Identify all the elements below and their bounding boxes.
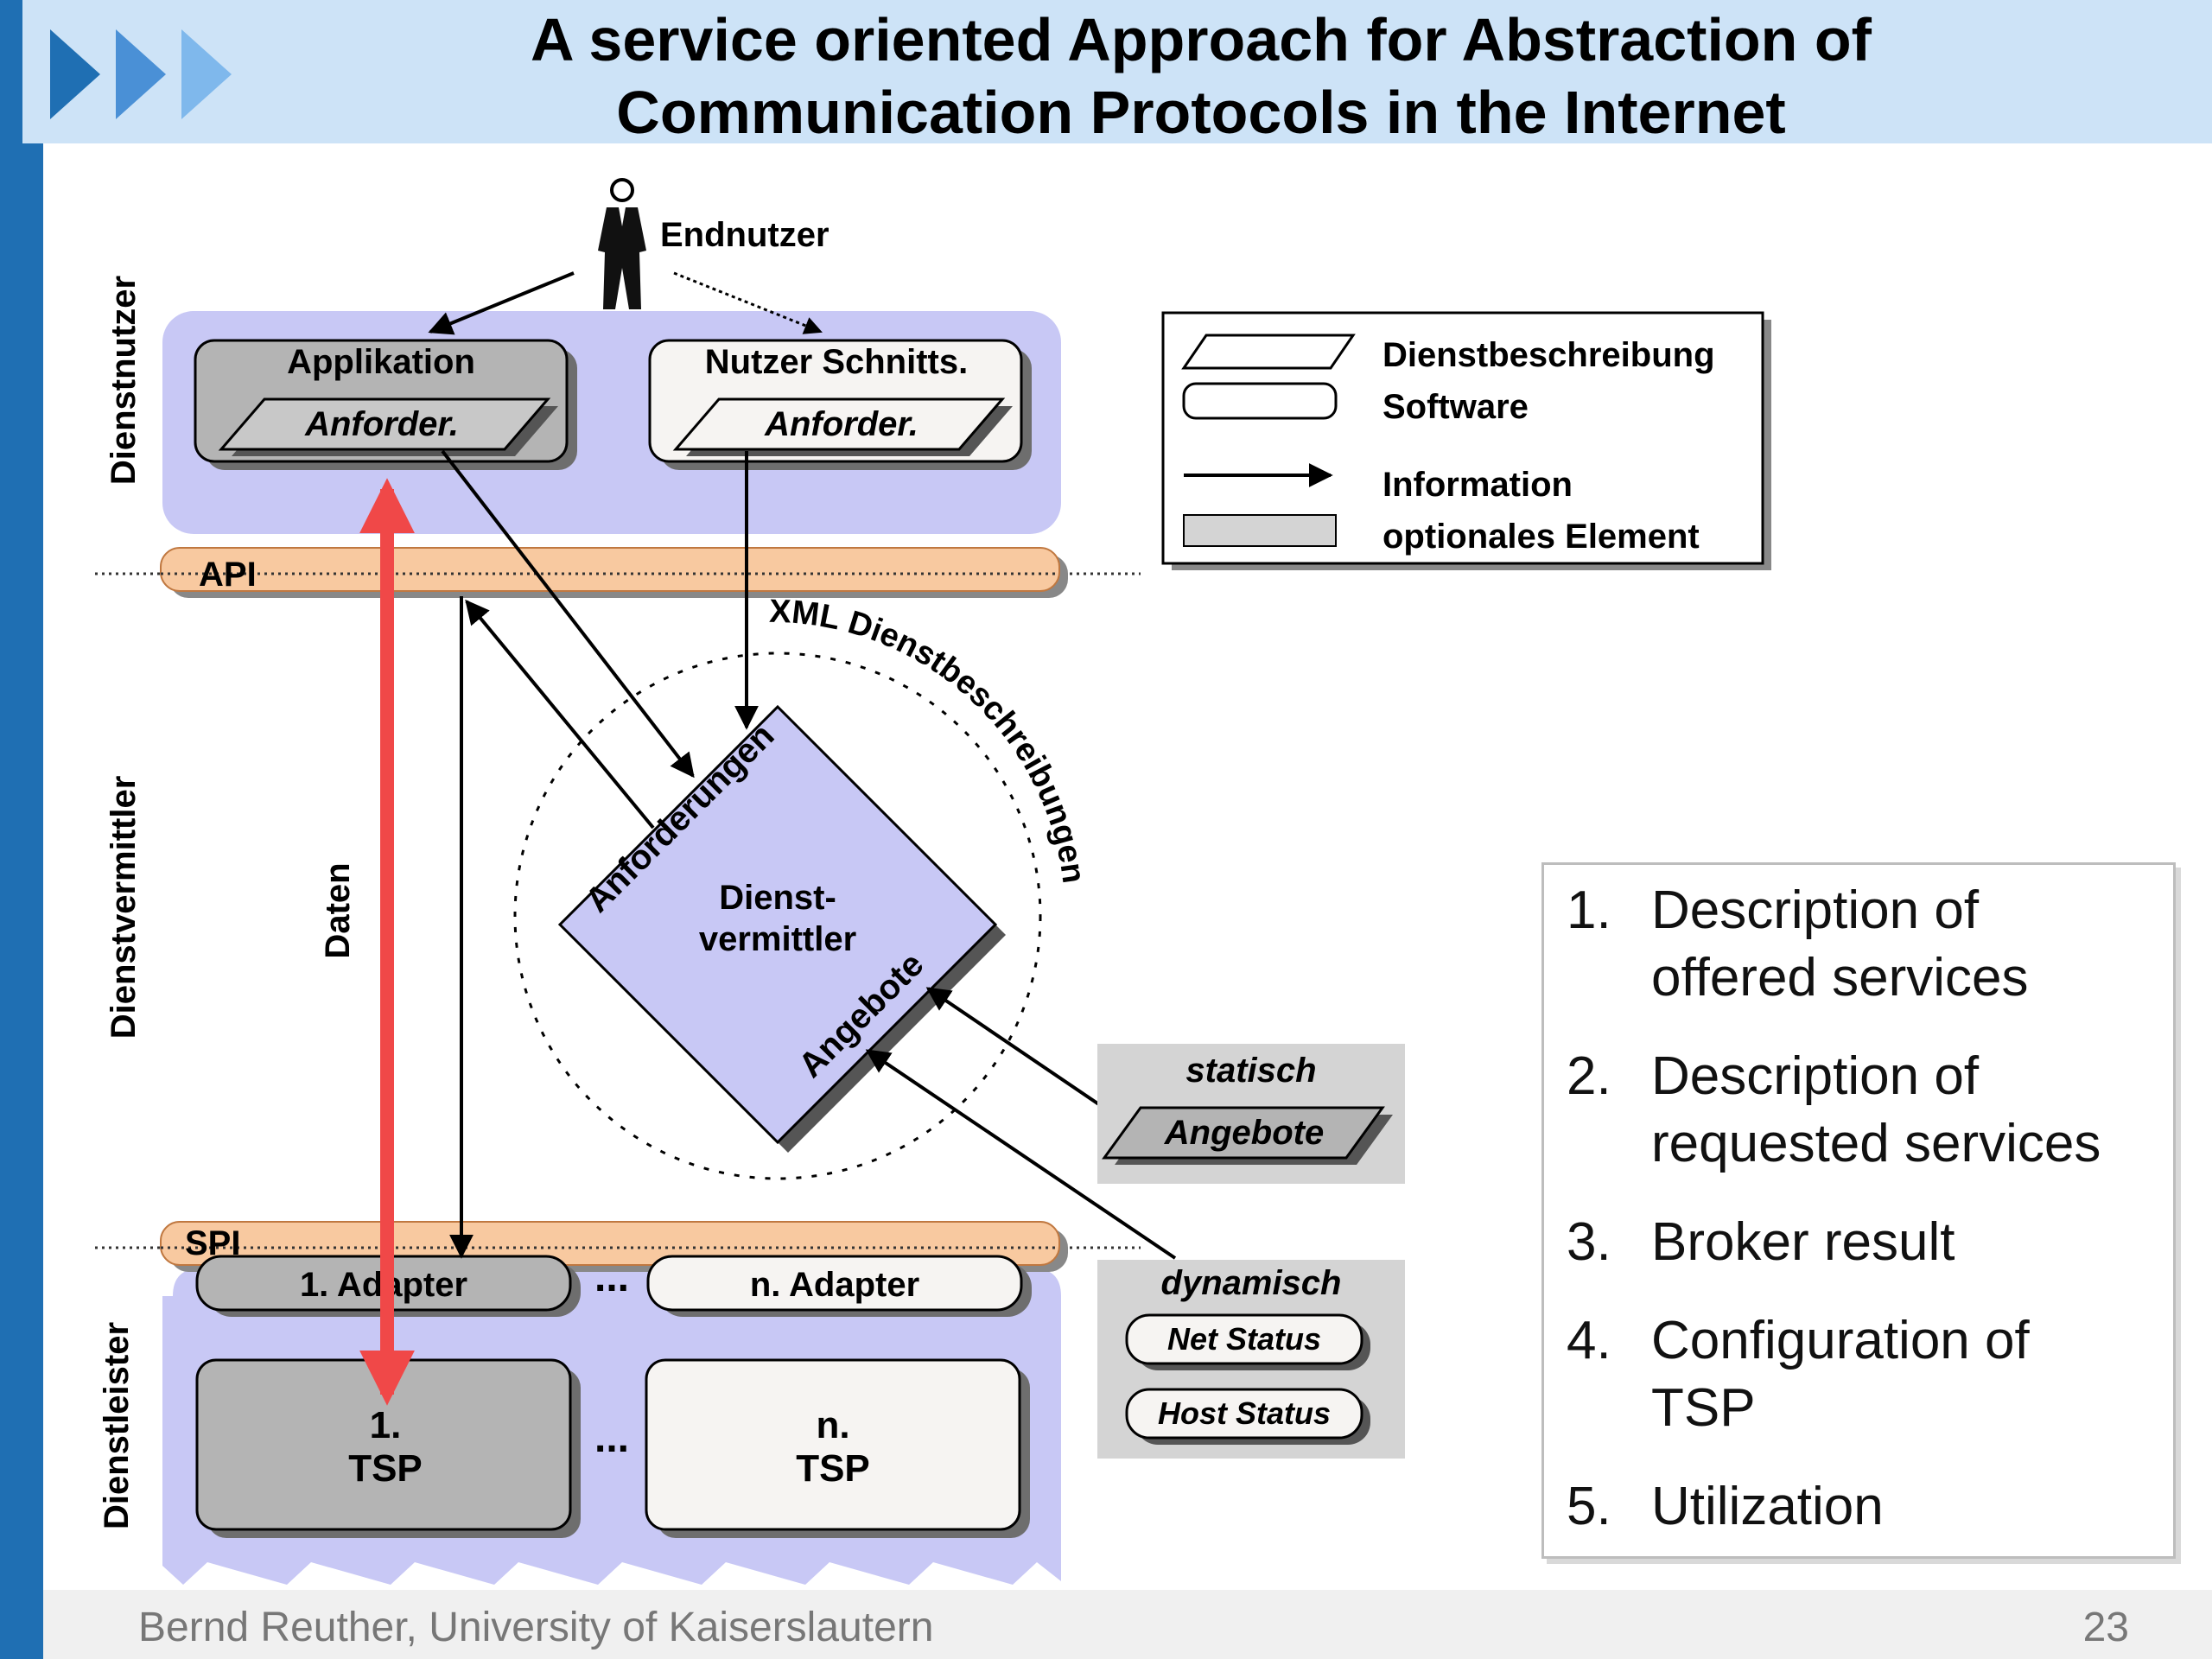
legend-dienstbeschreibung-label: Dienstbeschreibung bbox=[1382, 336, 1715, 374]
layer-label-dienstnutzer: Dienstnutzer bbox=[105, 276, 143, 485]
statisch-angebote-shape bbox=[1102, 1106, 1385, 1160]
legend-optional-icon bbox=[1183, 514, 1337, 547]
tsp-n-label-line1: n. bbox=[816, 1404, 849, 1446]
list-item: 4.Configuration of TSP bbox=[1567, 1311, 2030, 1438]
list-item: 5.Utilization bbox=[1567, 1477, 1884, 1536]
page-number: 23 bbox=[2082, 1605, 2129, 1650]
header-band bbox=[22, 0, 2212, 143]
nutzer-schnitts-label: Nutzer Schnitts. bbox=[705, 343, 968, 381]
tsp-n-label-line2: TSP bbox=[796, 1447, 870, 1490]
page-title-line1: A service oriented Approach for Abstract… bbox=[531, 6, 1872, 73]
legend-optional-label: optionales Element bbox=[1382, 518, 1700, 556]
adapter-ellipsis: ... bbox=[594, 1255, 629, 1300]
list-item: 2.Description of requested services bbox=[1567, 1046, 2101, 1173]
api-bar bbox=[160, 547, 1060, 592]
footer-author: Bernd Reuther, University of Kaiserslaut… bbox=[138, 1605, 934, 1650]
net-status-box bbox=[1125, 1313, 1363, 1365]
legend-software-label: Software bbox=[1382, 388, 1529, 426]
list-item: 3.Broker result bbox=[1567, 1212, 1955, 1272]
layer-label-dienstleister: Dienstleister bbox=[98, 1322, 136, 1529]
arrow-endnutzer-nutzer-schnitts bbox=[673, 271, 823, 334]
legend-dienstbeschreibung-icon bbox=[1181, 334, 1356, 370]
footer-bar bbox=[43, 1590, 2212, 1659]
tsp-ellipsis: ... bbox=[594, 1415, 629, 1461]
host-status-box bbox=[1125, 1388, 1363, 1440]
steps-list: 1.Description of offered services 2.Desc… bbox=[1567, 877, 2135, 1572]
dynamisch-label: dynamisch bbox=[1161, 1264, 1342, 1302]
adapter-n-box bbox=[646, 1255, 1023, 1312]
page-title-line2: Communication Protocols in the Internet bbox=[616, 79, 1786, 146]
applikation-label: Applikation bbox=[287, 343, 475, 381]
tsp-1-label-line2: TSP bbox=[348, 1447, 423, 1490]
arrow-anforder-to-broker bbox=[441, 449, 695, 779]
statisch-label: statisch bbox=[1185, 1052, 1316, 1090]
xml-dashed-circle bbox=[513, 652, 1042, 1180]
nutzer-anforder-label: Anforder. bbox=[764, 405, 918, 443]
arrow-broker-to-api bbox=[465, 599, 655, 830]
net-status-label: Net Status bbox=[1167, 1321, 1321, 1357]
adapter-n-label: n. Adapter bbox=[750, 1266, 919, 1304]
arrow-endnutzer-applikation bbox=[428, 271, 575, 335]
broker-label-line2: vermittler bbox=[699, 920, 856, 958]
layer-label-dienstvermittler: Dienstvermittler bbox=[105, 776, 143, 1039]
tsp-n-box bbox=[645, 1358, 1021, 1531]
broker-label-line1: Dienst- bbox=[719, 879, 836, 917]
nutzer-anforder-shape bbox=[672, 397, 1006, 451]
api-label: API bbox=[199, 556, 257, 594]
left-accent-bar bbox=[0, 0, 43, 1659]
tsp-1-label-line1: 1. bbox=[370, 1404, 402, 1446]
list-item: 1.Description of offered services bbox=[1567, 880, 2029, 1007]
statisch-angebote-label: Angebote bbox=[1164, 1114, 1324, 1152]
dienstvermittler-diamond bbox=[557, 704, 998, 1145]
endnutzer-label: Endnutzer bbox=[660, 216, 830, 254]
arrow-dynamisch-to-broker bbox=[865, 1049, 1177, 1260]
daten-label: Daten bbox=[319, 862, 357, 958]
steps-box: 1.Description of offered services 2.Desc… bbox=[1541, 862, 2176, 1559]
legend-information-label: Information bbox=[1382, 466, 1573, 504]
legend-software-icon bbox=[1182, 382, 1338, 420]
applikation-anforder-shape bbox=[218, 397, 551, 451]
endnutzer-person-icon bbox=[598, 178, 646, 309]
applikation-anforder-label: Anforder. bbox=[304, 405, 459, 443]
header-arrows-icon bbox=[50, 29, 232, 119]
host-status-label: Host Status bbox=[1158, 1395, 1331, 1431]
page-title: A service oriented Approach for Abstract… bbox=[449, 3, 1953, 149]
